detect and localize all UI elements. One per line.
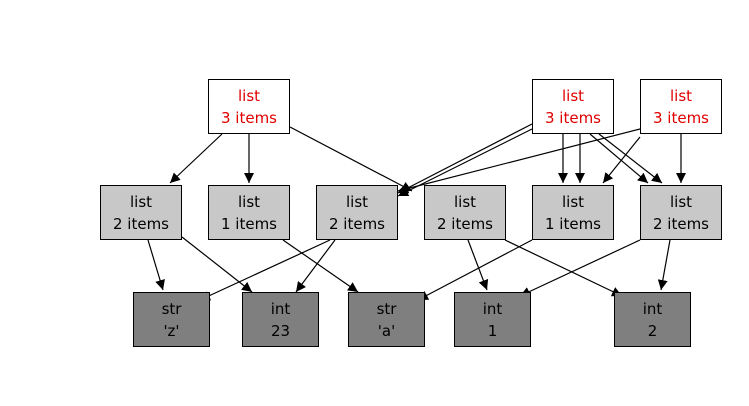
list-node: list 2 items <box>100 185 182 240</box>
node-info: 2 items <box>652 214 709 233</box>
edge-layer <box>147 123 686 301</box>
node-type: list <box>237 86 261 105</box>
value-node: str 'z' <box>133 292 210 347</box>
node-info: 3 items <box>544 108 601 127</box>
node-type: list <box>453 192 477 211</box>
node-info: 2 items <box>328 214 385 233</box>
reference-arrow-m3-l2 <box>295 239 336 293</box>
node-type: str <box>161 299 182 318</box>
list-node: list 1 items <box>532 185 614 240</box>
reference-arrow-r3-m5 <box>602 136 641 184</box>
reference-arrow-m2-l3 <box>282 239 359 293</box>
reference-arrow-r3-m3 <box>397 128 641 194</box>
reference-arrow-m6-l5 <box>657 239 671 291</box>
node-info: 3 items <box>652 108 709 127</box>
node-type: list <box>561 86 585 105</box>
node-type: list <box>669 192 693 211</box>
reference-arrow-r2-m6 <box>598 133 663 184</box>
list-node: list 1 items <box>208 185 290 240</box>
reference-arrow-m5-l3 <box>417 239 533 301</box>
node-info: 2 items <box>112 214 169 233</box>
reference-arrow-r1-m1 <box>169 133 223 184</box>
reference-arrow-m6-l4 <box>519 239 641 297</box>
node-info: 2 <box>647 321 658 340</box>
node-type: list <box>561 192 585 211</box>
value-node: int 1 <box>454 292 531 347</box>
root-list-node: list 3 items <box>532 79 614 134</box>
list-node: list 2 items <box>640 185 722 240</box>
reference-arrow-r1-m4 <box>289 126 413 192</box>
node-info: 3 items <box>220 108 277 127</box>
node-type: int <box>270 299 291 318</box>
root-list-node: list 3 items <box>640 79 722 134</box>
node-info: 2 items <box>436 214 493 233</box>
node-type: list <box>129 192 153 211</box>
node-type: str <box>376 299 397 318</box>
list-node: list 2 items <box>316 185 398 240</box>
list-node: list 2 items <box>424 185 506 240</box>
value-node: int 2 <box>614 292 691 347</box>
root-list-node: list 3 items <box>208 79 290 134</box>
node-info: 23 <box>270 321 291 340</box>
node-type: int <box>642 299 663 318</box>
reference-arrow-m3-l1 <box>199 239 331 301</box>
value-node: int 23 <box>242 292 319 347</box>
node-type: int <box>482 299 503 318</box>
node-info: 1 items <box>544 214 601 233</box>
reference-arrow-m4-l4 <box>467 239 489 291</box>
node-info: 1 <box>487 321 498 340</box>
reference-arrow-m1-l2 <box>181 236 253 293</box>
node-info: 1 items <box>220 214 277 233</box>
reference-arrow-r2-m6 <box>589 133 649 184</box>
reference-arrow-m4-l5 <box>504 239 623 297</box>
node-type: list <box>237 192 261 211</box>
reference-arrow-m1-l1 <box>147 239 165 291</box>
node-type: list <box>669 86 693 105</box>
node-info: 'a' <box>377 321 396 340</box>
value-node: str 'a' <box>348 292 425 347</box>
reference-arrow-r2-m3 <box>397 123 533 194</box>
node-type: list <box>345 192 369 211</box>
node-info: 'z' <box>163 321 180 340</box>
